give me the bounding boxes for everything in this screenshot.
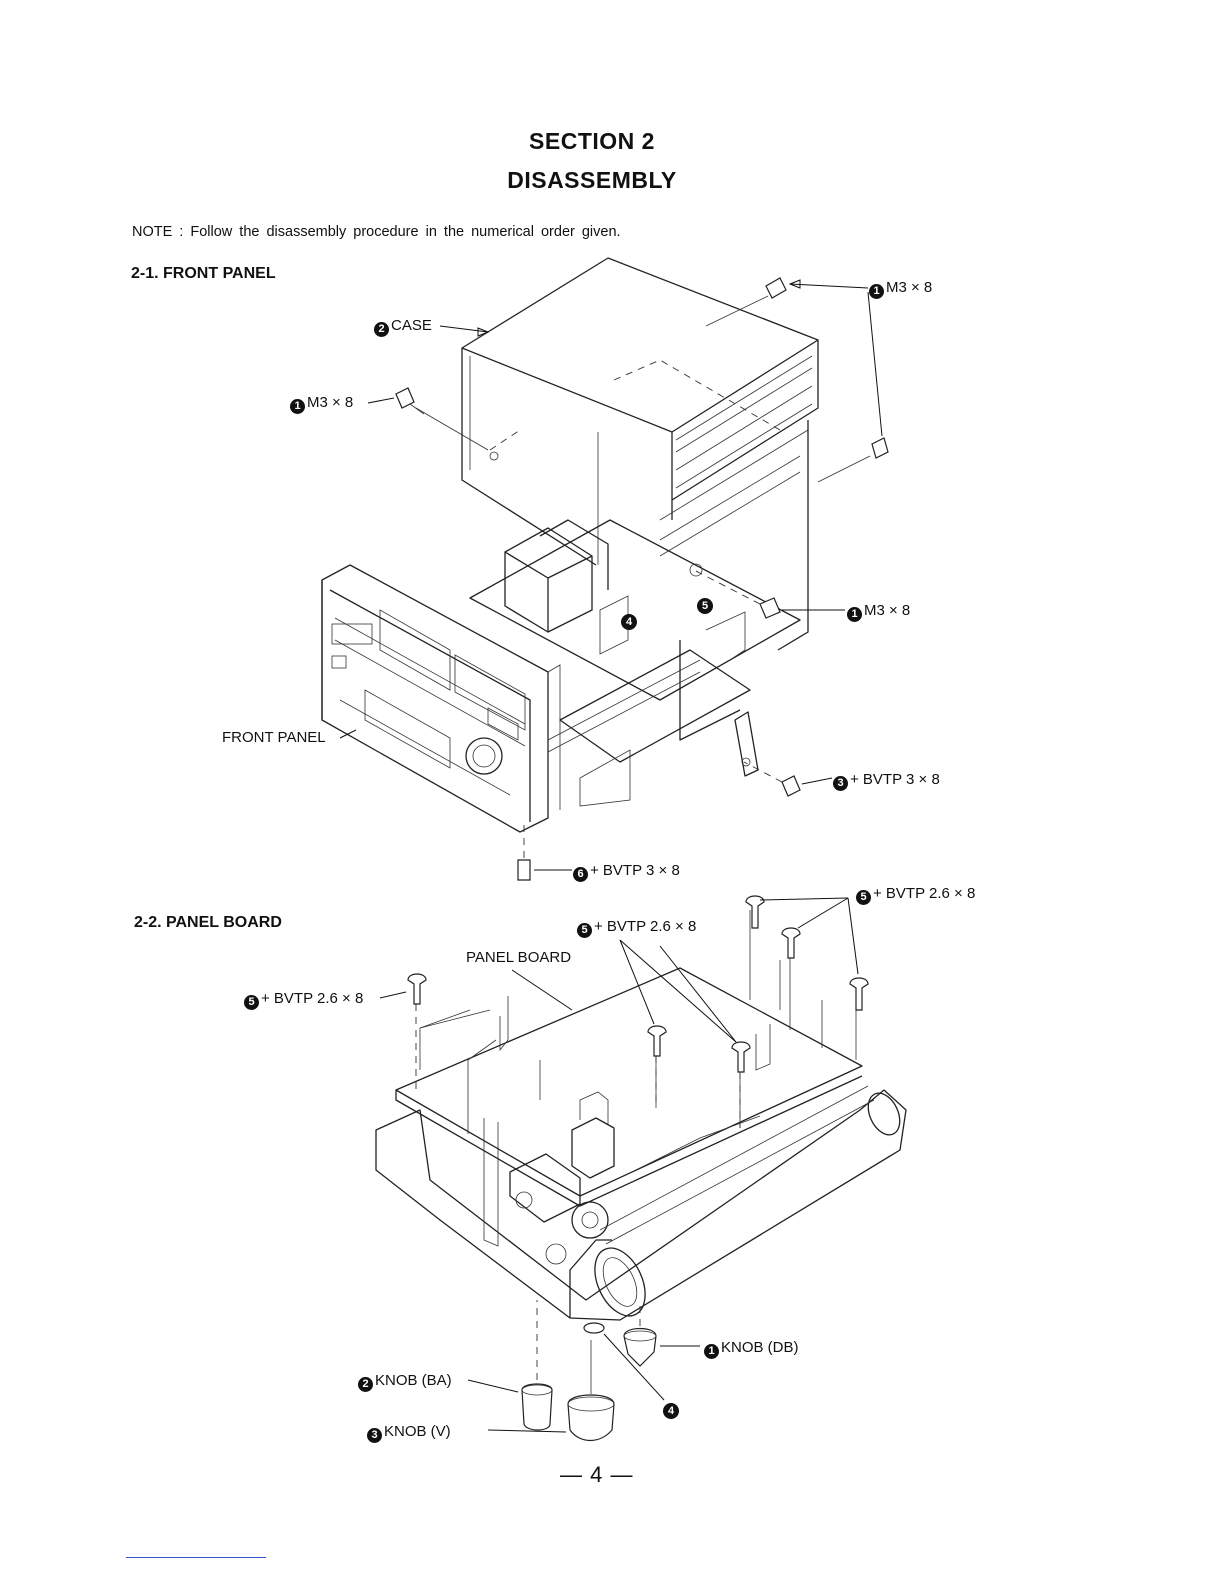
bvtp-bottom-label: 6+ BVTP 3 × 8 xyxy=(573,862,680,882)
bottom-rule xyxy=(126,1557,266,1558)
chassis-base-drawing xyxy=(470,520,800,806)
callout-number: 3 xyxy=(833,776,848,791)
callout-number: 2 xyxy=(374,322,389,337)
callout-number: 5 xyxy=(244,995,259,1010)
panel-board-drawing xyxy=(376,910,906,1324)
callout-5-front: 5 xyxy=(697,598,713,614)
callout-number: 1 xyxy=(290,399,305,414)
bvtp-right-label: 3+ BVTP 3 × 8 xyxy=(833,771,940,791)
front-panel-screws xyxy=(340,278,888,880)
callout-4-front: 4 xyxy=(621,614,637,630)
bvtp-center-label: 5+ BVTP 2.6 × 8 xyxy=(577,918,696,938)
case-drawing xyxy=(462,258,818,650)
callout-number: 1 xyxy=(704,1344,719,1359)
callout-number: 5 xyxy=(577,923,592,938)
callout-number: 6 xyxy=(573,867,588,882)
bvtp-top-right-label: 5+ BVTP 2.6 × 8 xyxy=(856,885,975,905)
bvtp-left-label: 5+ BVTP 2.6 × 8 xyxy=(244,990,363,1010)
knobs-drawing xyxy=(468,1300,700,1441)
page-number: — 4 — xyxy=(560,1462,633,1488)
callout-number: 5 xyxy=(856,890,871,905)
callout-number: 2 xyxy=(358,1377,373,1392)
front-panel-label: FRONT PANEL xyxy=(222,729,326,746)
callout-number: 1 xyxy=(869,284,884,299)
callout-4-panel: 4 xyxy=(663,1403,679,1419)
callout-number: 1 xyxy=(847,607,862,622)
panel-board-label: PANEL BOARD xyxy=(466,949,571,966)
transformer-drawing xyxy=(505,520,608,632)
front-panel-drawing xyxy=(322,565,560,832)
callout-number: 3 xyxy=(367,1428,382,1443)
